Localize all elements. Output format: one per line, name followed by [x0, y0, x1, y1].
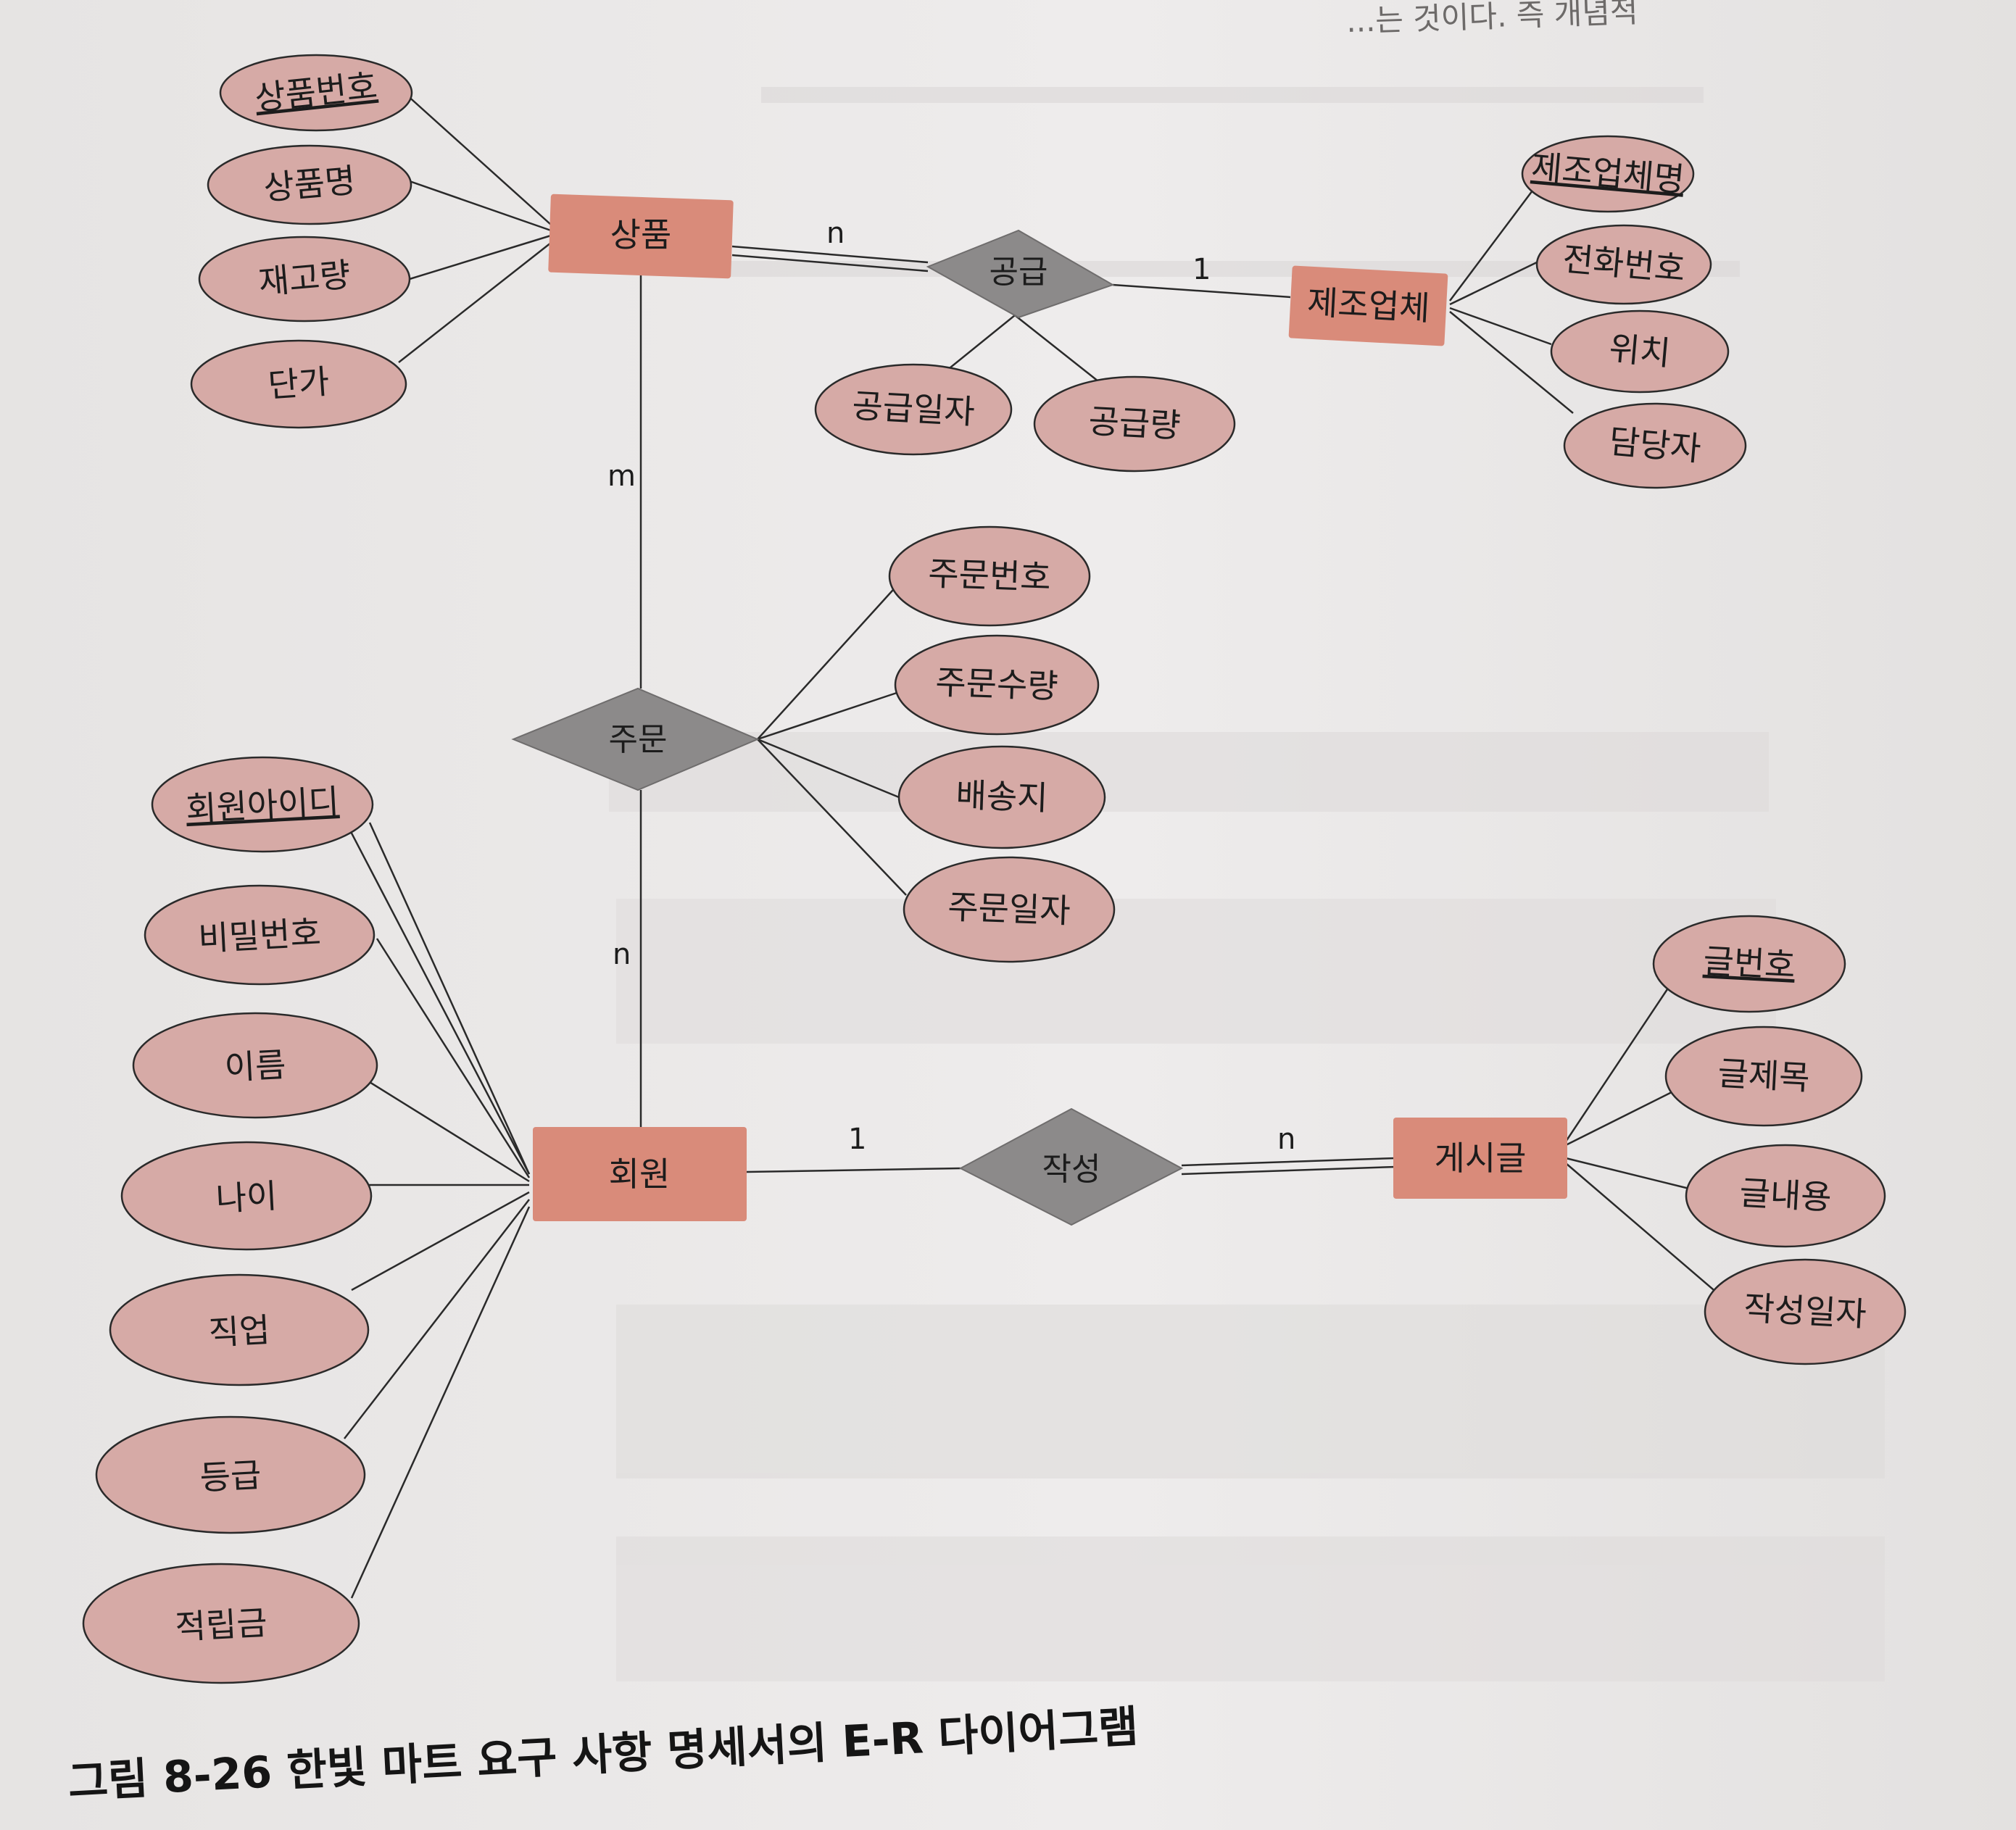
attr-stock-label: 재고량 — [257, 255, 352, 302]
attr-product-name-label: 상품명 — [262, 161, 357, 208]
relationship-supply-shape — [926, 229, 1115, 319]
attr-supply-qty-label: 공급량 — [1087, 402, 1182, 446]
attributes — [82, 54, 1907, 1684]
attr-stock-shape — [198, 236, 411, 323]
attr-password-label: 비밀번호 — [197, 913, 322, 959]
attr-location-label: 위치 — [1608, 328, 1672, 373]
attr-order-qty-shape — [894, 634, 1100, 736]
entity-post-label: 게시글 — [1435, 1139, 1527, 1178]
background-print — [609, 87, 1885, 1681]
attr-job-shape — [109, 1273, 370, 1386]
attr-post-date-label: 작성일자 — [1743, 1289, 1867, 1334]
relationship-write-shape — [958, 1107, 1184, 1226]
attr-location-shape — [1550, 309, 1730, 394]
cardinality-labels: n 1 m n 1 n — [607, 217, 1295, 1156]
background-heading-text: ...는 것이다. 즉 개념적 — [1345, 0, 1638, 39]
attr-supply-date-shape — [814, 363, 1013, 456]
relationship-order-label: 주문 — [609, 721, 668, 758]
attr-member-id-shape — [151, 756, 374, 853]
card-supply-product: n — [826, 217, 845, 250]
attr-phone-shape — [1535, 224, 1712, 305]
attr-points-label: 적립금 — [174, 1603, 268, 1647]
attribute-labels: 상품번호 상품명 재고량 단가 제조업체명 전화번호 위치 담당자 공급일자 공… — [174, 66, 1867, 1647]
attr-age-label: 나이 — [215, 1176, 278, 1218]
entity-member-box — [533, 1127, 747, 1221]
attr-job-label: 직업 — [207, 1310, 270, 1352]
attr-supply-qty-shape — [1033, 375, 1236, 473]
attr-ship-addr-label: 배송지 — [955, 775, 1049, 818]
figure-caption: 그림 8-26 한빛 마트 요구 사항 명세서의 E-R 다이어그램 — [67, 1702, 1140, 1808]
card-supply-manufacturer: 1 — [1192, 253, 1211, 286]
relationships — [511, 229, 1184, 1226]
attr-password-shape — [144, 884, 376, 986]
attr-age-shape — [120, 1141, 373, 1251]
attr-post-content-shape — [1685, 1144, 1886, 1248]
attr-post-content-label: 글내용 — [1738, 1173, 1833, 1218]
connector-lines — [344, 93, 1719, 1599]
attr-product-name-shape — [207, 144, 412, 225]
attr-post-date-shape — [1704, 1258, 1907, 1365]
attr-order-date-label: 주문일자 — [947, 887, 1071, 931]
relationship-write-label: 작성 — [1042, 1151, 1101, 1188]
card-order-product: m — [607, 459, 636, 493]
attr-order-no-shape — [888, 525, 1091, 627]
relationship-supply-label: 공급 — [990, 254, 1048, 291]
attr-member-id-label: 회원아이디 — [185, 781, 340, 828]
entity-manufacturer-box — [1288, 265, 1448, 346]
attr-unit-price-shape — [190, 339, 407, 429]
entity-member-label: 회원 — [609, 1155, 671, 1194]
attr-points-shape — [82, 1563, 360, 1684]
entity-product-label: 상품 — [610, 215, 672, 254]
attr-post-title-label: 글제목 — [1717, 1054, 1811, 1098]
attr-order-no-label: 주문번호 — [928, 554, 1052, 597]
attr-manager-label: 담당자 — [1607, 422, 1702, 469]
attr-ship-addr-shape — [897, 745, 1106, 849]
attr-post-title-shape — [1664, 1026, 1863, 1127]
card-write-member: 1 — [848, 1123, 866, 1156]
card-order-member: n — [613, 938, 631, 971]
attr-product-no-shape — [219, 54, 413, 132]
entity-post-box — [1393, 1118, 1567, 1199]
attr-order-qty-label: 주문수량 — [935, 662, 1059, 706]
attr-post-no-shape — [1652, 915, 1846, 1013]
attr-member-name-shape — [132, 1012, 378, 1119]
attr-supply-date-label: 공급일자 — [851, 386, 976, 432]
attr-manager-shape — [1563, 402, 1747, 489]
relationship-order-shape — [511, 687, 760, 791]
attr-member-name-label: 이름 — [223, 1045, 286, 1087]
attr-order-date-shape — [903, 856, 1116, 963]
attr-post-no-label: 글번호 — [1702, 941, 1796, 986]
entity-product-box — [548, 194, 734, 279]
attr-grade-shape — [95, 1415, 366, 1534]
card-write-post: n — [1277, 1123, 1295, 1156]
entities — [533, 194, 1567, 1221]
attr-grade-label: 등급 — [199, 1455, 262, 1497]
attr-unit-price-label: 단가 — [267, 362, 331, 405]
attr-manufacturer-name-shape — [1521, 135, 1695, 213]
entity-manufacturer-label: 제조업체 — [1306, 283, 1431, 328]
